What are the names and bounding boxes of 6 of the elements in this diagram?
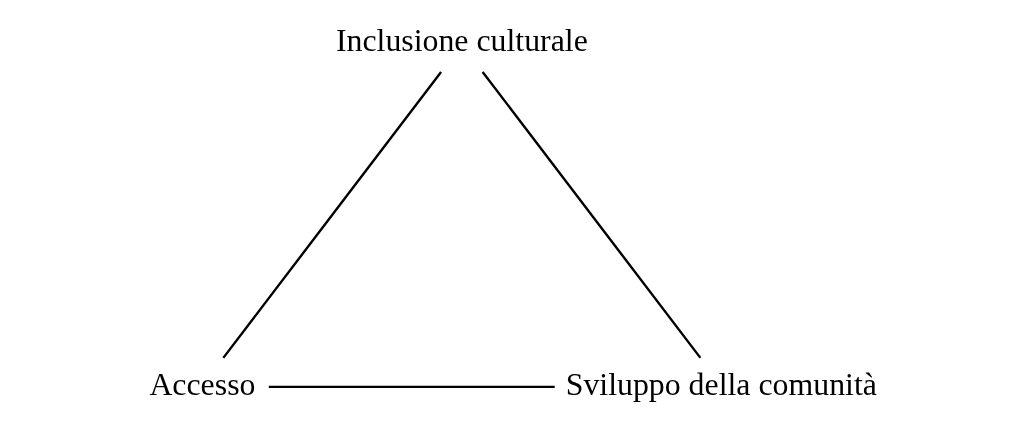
- node-text: Inclusione culturale: [335, 23, 588, 59]
- connector: [481, 71, 702, 359]
- node-text: Sviluppo della comunità: [565, 366, 877, 402]
- node-text: Accesso: [149, 366, 256, 402]
- connector: [222, 71, 443, 359]
- connector: [268, 385, 555, 389]
